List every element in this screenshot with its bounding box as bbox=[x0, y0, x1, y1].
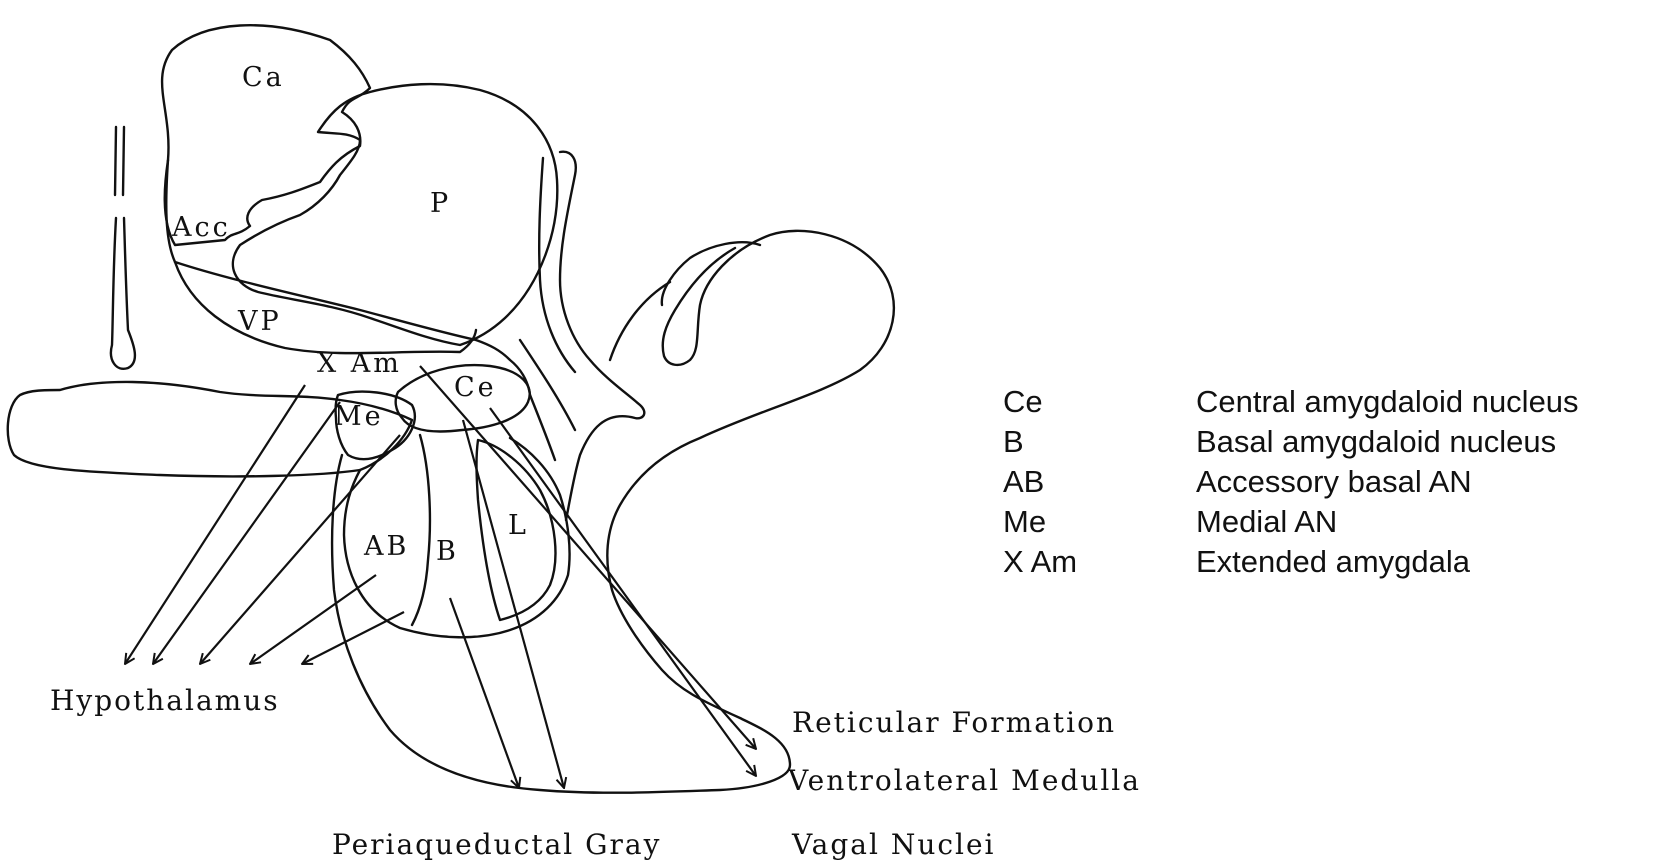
label-xam: X Am bbox=[317, 348, 402, 379]
legend-abbr: Ce bbox=[1003, 382, 1196, 422]
arrow-b-hypothalamus bbox=[302, 612, 404, 664]
target-hypothalamus: Hypothalamus bbox=[50, 684, 280, 717]
label-b: B bbox=[436, 536, 459, 567]
legend-abbr: AB bbox=[1003, 462, 1196, 502]
legend-abbr: B bbox=[1003, 422, 1196, 462]
legend-desc: Accessory basal AN bbox=[1196, 462, 1472, 502]
arrow-ce-ventrolateral-medulla bbox=[490, 408, 756, 776]
arrow-xam-hypothalamus bbox=[125, 385, 305, 664]
label-l: L bbox=[508, 510, 529, 541]
arrow-me-hypothalamus bbox=[153, 402, 340, 664]
target-periaqueductal-gray: Periaqueductal Gray bbox=[332, 828, 661, 861]
legend-abbr: X Am bbox=[1003, 542, 1196, 582]
label-ca: Ca bbox=[242, 62, 285, 93]
legend-desc: Basal amygdaloid nucleus bbox=[1196, 422, 1556, 462]
target-vagal-nuclei: Vagal Nuclei bbox=[791, 828, 996, 861]
arrow-ab-hypothalamus bbox=[250, 575, 376, 664]
legend-row: Ce Central amygdaloid nucleus bbox=[1003, 382, 1579, 422]
target-ventrolateral-medulla: Ventrolateral Medulla bbox=[787, 764, 1141, 797]
label-me: Me bbox=[334, 401, 384, 432]
target-reticular-formation: Reticular Formation bbox=[792, 706, 1116, 739]
label-p: P bbox=[430, 188, 451, 219]
hippocampal-fold-outline bbox=[560, 152, 644, 520]
midline-ventricle bbox=[111, 127, 135, 369]
label-ab: AB bbox=[363, 531, 409, 562]
label-ce: Ce bbox=[454, 372, 497, 403]
label-acc: Acc bbox=[171, 212, 231, 243]
legend: Ce Central amygdaloid nucleus B Basal am… bbox=[1003, 382, 1579, 582]
legend-desc: Extended amygdala bbox=[1196, 542, 1470, 582]
ventral-pallidum-outline bbox=[175, 262, 476, 340]
legend-row: AB Accessory basal AN bbox=[1003, 462, 1579, 502]
legend-desc: Central amygdaloid nucleus bbox=[1196, 382, 1579, 422]
legend-abbr: Me bbox=[1003, 502, 1196, 542]
legend-desc: Medial AN bbox=[1196, 502, 1337, 542]
label-vp: VP bbox=[237, 306, 282, 337]
legend-row: X Am Extended amygdala bbox=[1003, 542, 1579, 582]
arrow-b-periaqueductal-gray bbox=[450, 598, 519, 788]
arrow-ce-reticular-formation bbox=[420, 366, 756, 749]
legend-row: Me Medial AN bbox=[1003, 502, 1579, 542]
legend-row: B Basal amygdaloid nucleus bbox=[1003, 422, 1579, 462]
projection-arrows bbox=[125, 366, 756, 788]
